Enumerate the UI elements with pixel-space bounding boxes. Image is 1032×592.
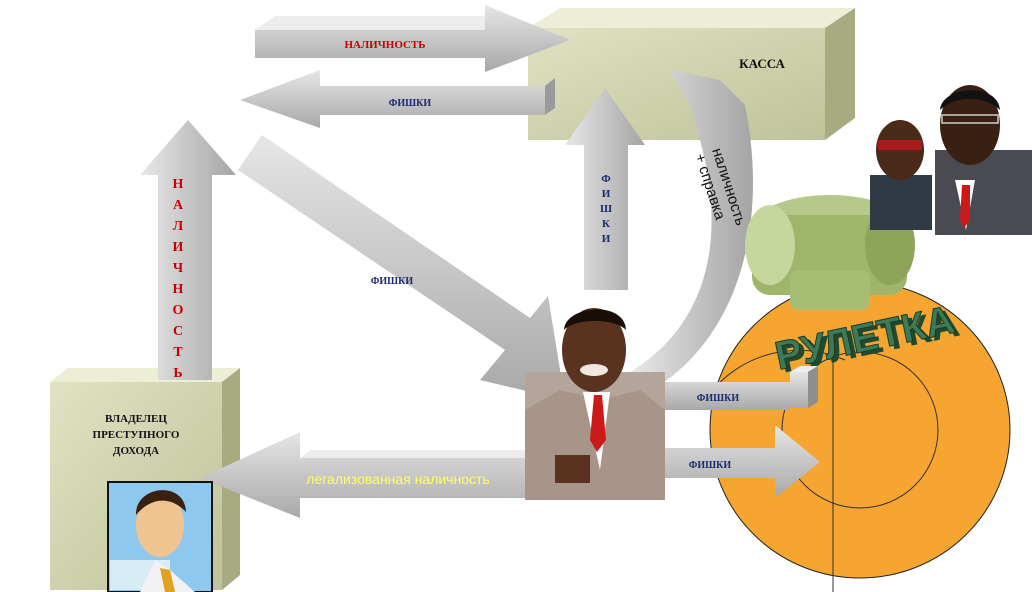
- cash-left-vertical-letter: С: [173, 324, 183, 339]
- kassa-box: КАССА: [528, 8, 855, 140]
- owner-label-line3: ДОХОДА: [113, 445, 159, 457]
- cash-left-vertical-label: Н А Л И Ч Н О С Т Ь: [173, 177, 184, 381]
- cash-left-vertical-letter: Н: [173, 177, 184, 192]
- legalized-label: легализованная наличность: [306, 471, 489, 487]
- arrow-legalized-cash: легализованная наличность: [200, 432, 580, 518]
- arrow-cash-to-kassa: НАЛИЧНОСТЬ: [255, 5, 570, 72]
- croupier-figure: [525, 308, 665, 500]
- cash-left-vertical-letter: О: [173, 303, 184, 318]
- owner-portrait: [107, 481, 213, 592]
- owner-label-line1: ВЛАДЕЛЕЦ: [105, 413, 167, 425]
- arrow-chips-from-kassa: ФИШКИ: [240, 70, 555, 128]
- cash-left-vertical-letter: И: [173, 240, 184, 255]
- cash-left-vertical-letter: А: [173, 198, 184, 213]
- chips-top-label: ФИШКИ: [389, 98, 432, 109]
- chips-diagonal-label: ФИШКИ: [371, 276, 414, 287]
- arrow-chips-right-2: ФИШКИ: [635, 425, 820, 498]
- chips-right1-label: ФИШКИ: [697, 393, 740, 404]
- arrow-cash-certificate-curved: наличность + справка: [630, 70, 754, 385]
- owner-label-line2: ПРЕСТУПНОГО: [93, 429, 180, 441]
- arrow-cash-up: Н А Л И Ч Н О С Т Ь: [140, 120, 236, 381]
- arrow-chips-right-1: ФИШКИ: [660, 366, 818, 410]
- observers-figure: [870, 85, 1032, 235]
- cash-left-vertical-letter: Ч: [173, 261, 184, 276]
- roulette-wheel: [704, 281, 1011, 592]
- arrow-chips-diagonal: ФИШКИ: [238, 135, 565, 400]
- cash-left-vertical-letter: Н: [173, 282, 184, 297]
- kassa-label: КАССА: [739, 56, 785, 71]
- cash-top-label: НАЛИЧНОСТЬ: [344, 39, 425, 51]
- cash-left-vertical-letter: Ь: [173, 366, 182, 381]
- cash-left-vertical-letter: Т: [173, 345, 183, 360]
- chips-right2-label: ФИШКИ: [689, 460, 732, 471]
- cash-left-vertical-letter: Л: [173, 219, 184, 234]
